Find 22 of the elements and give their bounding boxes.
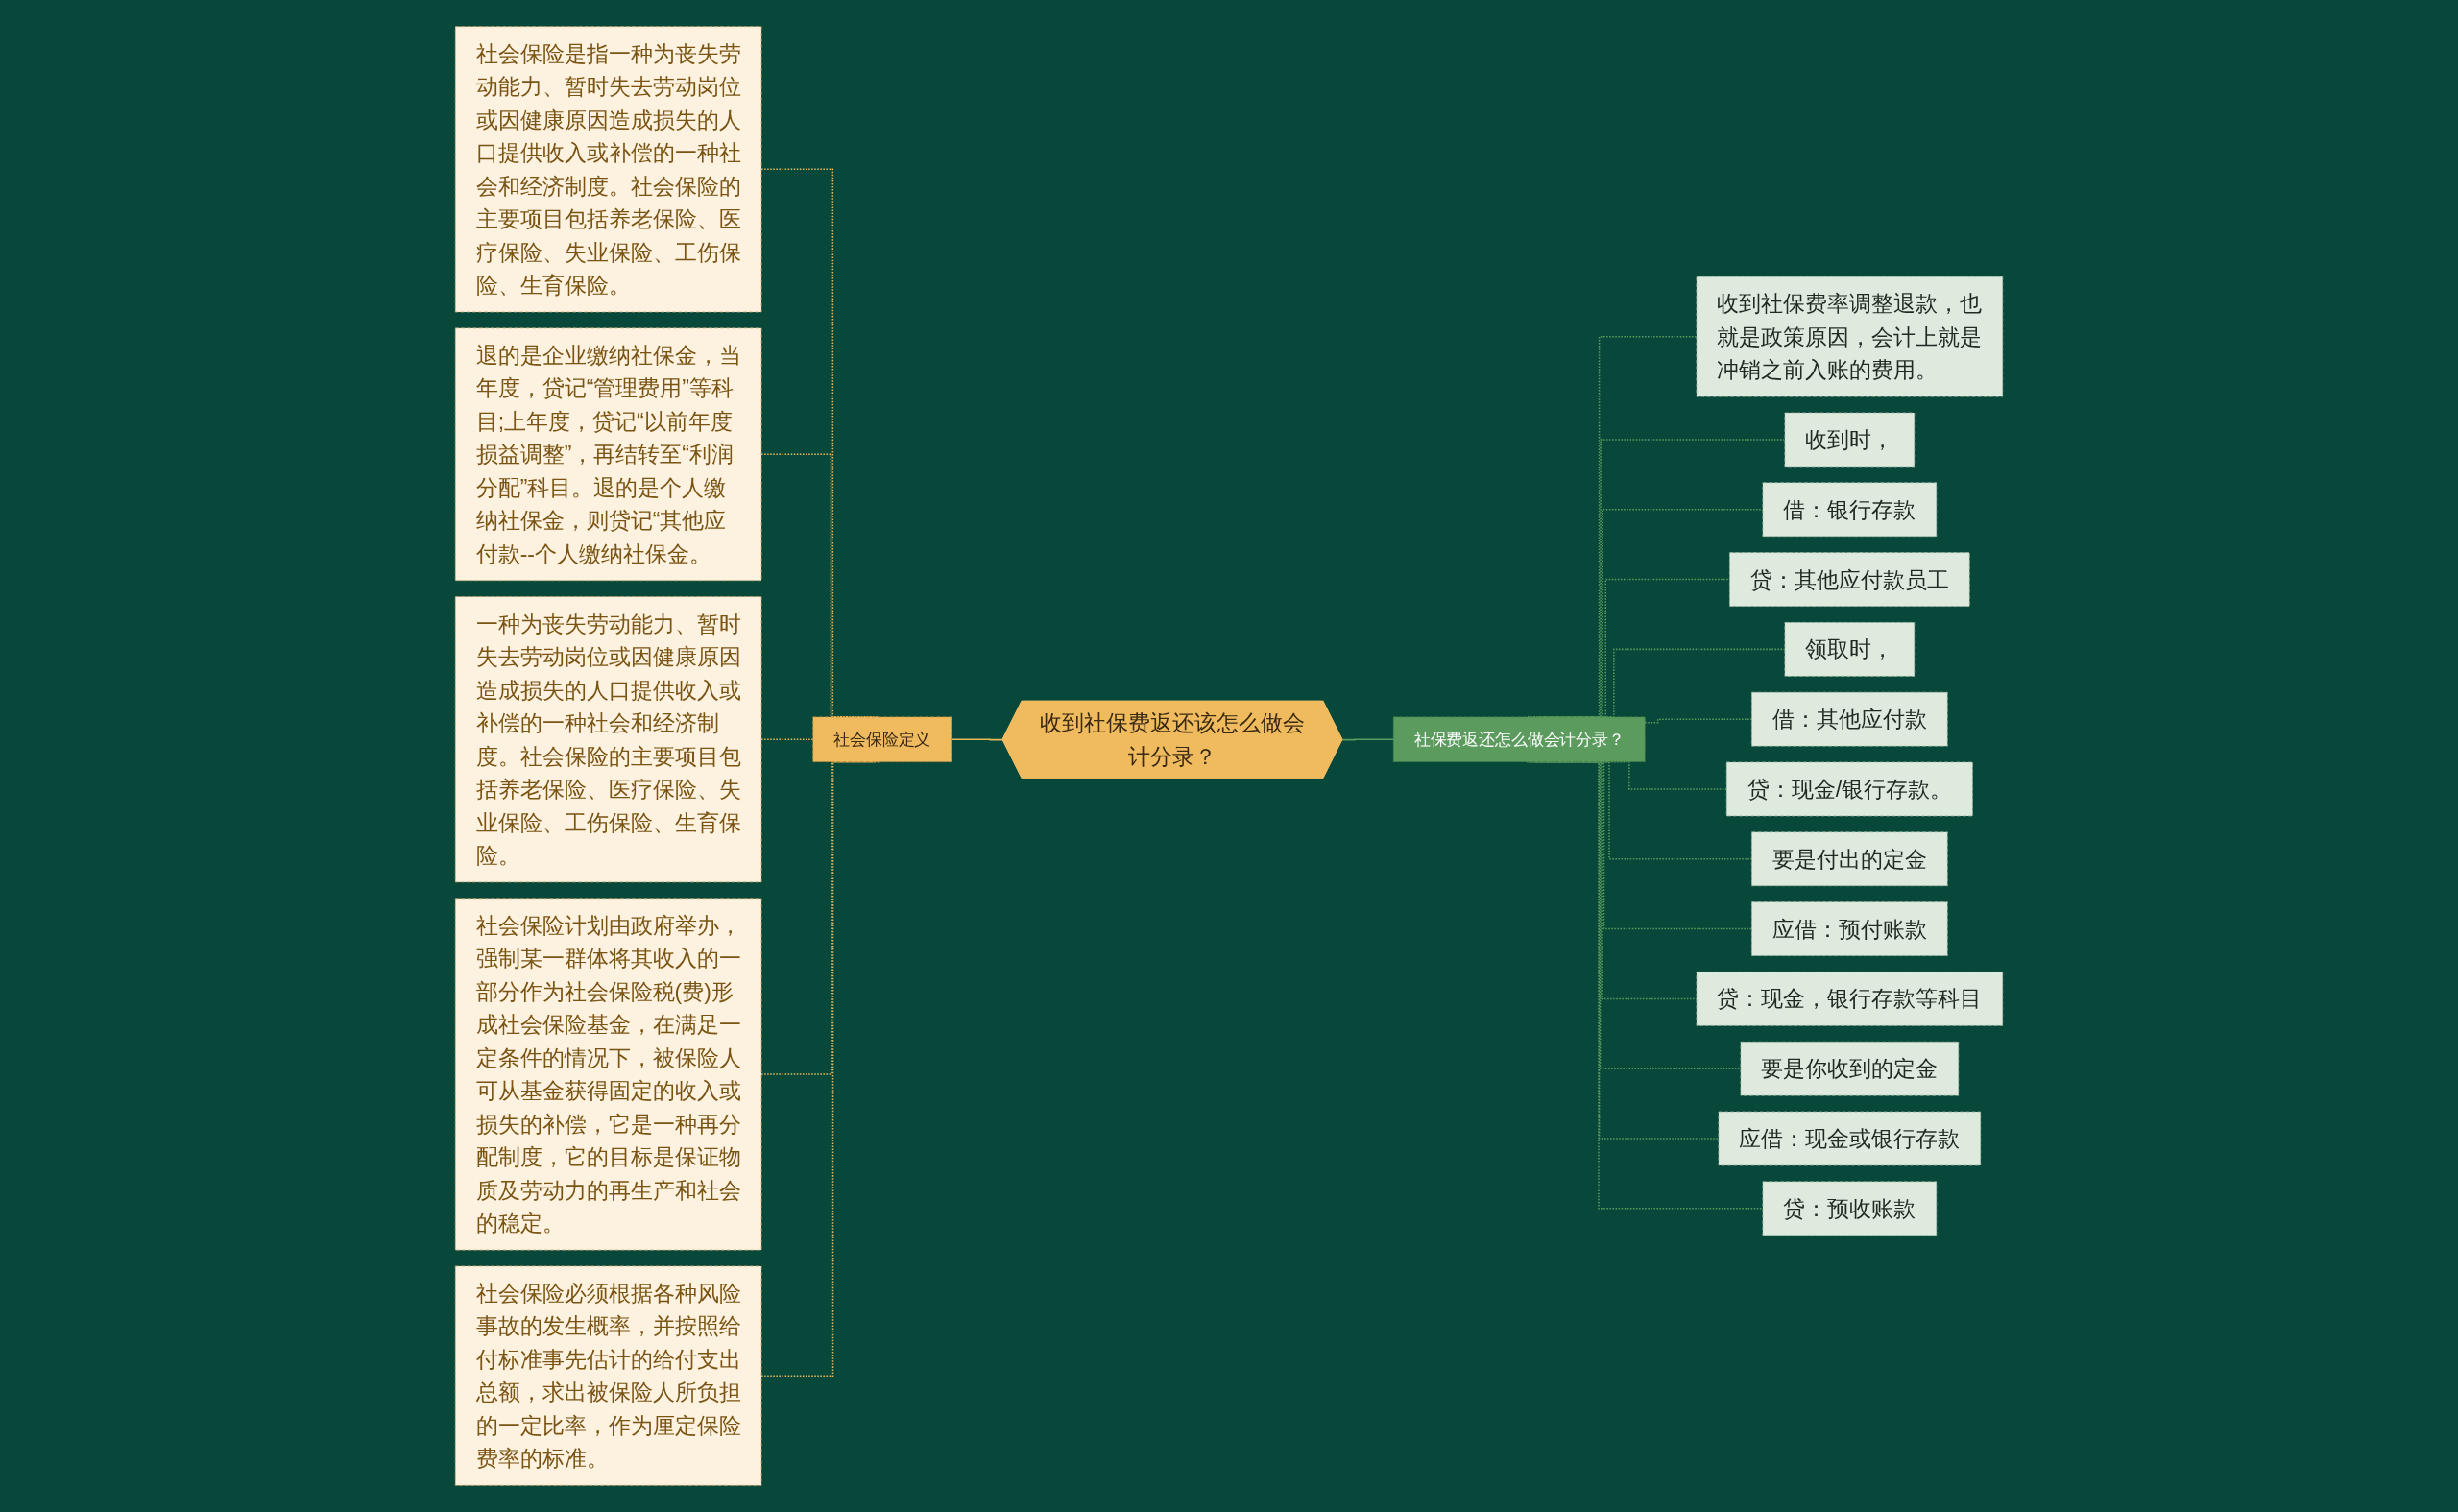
- node-box: 借：其他应付款: [1751, 691, 1948, 747]
- connector: [951, 738, 1004, 741]
- node-box: 社会保险计划由政府举办，强制某一群体将其收入的一部分作为社会保险税(费)形成社会保险基金，在满足一定条件的情况下，被保险人可从基金获得固定的收入或损失的补偿，它是一种再分配制度，它的目标是保证物质及劳动力的再生产和社会的稳定。: [454, 898, 762, 1251]
- node-box: 收到社保费率调整退款，也就是政策原因，会计上就是冲销之前入账的费用。: [1696, 276, 2004, 397]
- node-box: 社会保险必须根据各种风险事故的发生概率，并按照给付标准事先估计的给付支出总额，求出被保险人所负担的一定比率，作为厘定保险费率的标准。: [454, 1265, 762, 1486]
- node-box: 贷：现金/银行存款。: [1725, 761, 1973, 817]
- node-box: 社保费返还怎么做会计分录？: [1392, 716, 1646, 762]
- node-box: 一种为丧失劳动能力、暂时失去劳动岗位或因健康原因造成损失的人口提供收入或补偿的一种社会和经济制度。社会保险的主要项目包括养老保险、医疗保险、失业保险、工伤保险、生育保险。: [454, 596, 762, 883]
- node-box: 社会保险定义: [812, 716, 952, 762]
- node-box: 要是付出的定金: [1751, 831, 1948, 887]
- connector: [1341, 738, 1394, 741]
- node-box: 应借：现金或银行存款: [1718, 1111, 1982, 1166]
- node-box: 社会保险是指一种为丧失劳动能力、暂时失去劳动岗位或因健康原因造成损失的人口提供收入或补偿的一种社会和经济制度。社会保险的主要项目包括养老保险、医疗保险、失业保险、工伤保险、生育保险。: [454, 26, 762, 313]
- node-box: 收到时，: [1784, 412, 1916, 468]
- node-box: 领取时，: [1784, 622, 1916, 677]
- node-box: 贷：预收账款: [1762, 1181, 1938, 1236]
- node-box: 应借：预付账款: [1751, 901, 1948, 956]
- node-box: 要是你收到的定金: [1740, 1041, 1960, 1096]
- node-box: 贷：其他应付款员工: [1729, 552, 1970, 607]
- node-box: 贷：现金，银行存款等科目: [1696, 972, 2004, 1026]
- node-box: 退的是企业缴纳社保金，当年度，贷记“管理费用”等科目;上年度，贷记“以前年度损益调整”，再结转至“利润分配”科目。退的是个人缴纳社保金，则贷记“其他应付款--个人缴纳社保金。: [454, 327, 762, 582]
- node-box: 借：银行存款: [1762, 482, 1938, 538]
